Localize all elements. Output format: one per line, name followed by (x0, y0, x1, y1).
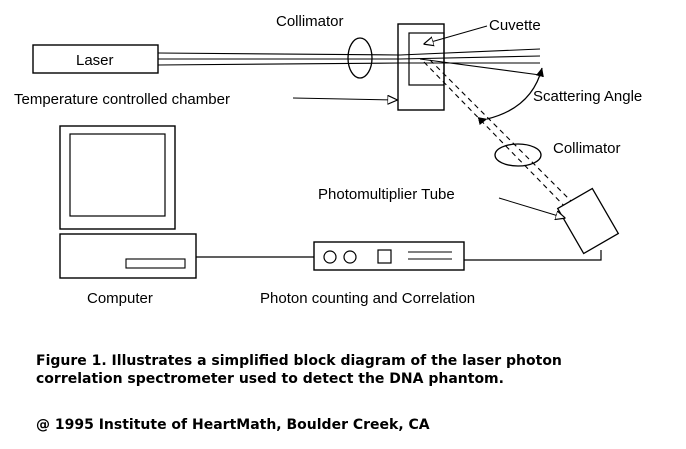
photomultiplier-tube (556, 187, 620, 255)
counter-label: Photon counting and Correlation (260, 290, 475, 307)
caption-line-2: correlation spectrometer used to detect … (36, 371, 504, 387)
computer-monitor (59, 125, 176, 230)
collimator-lens-side (494, 143, 542, 167)
cuvette-label: Cuvette (489, 17, 541, 34)
collimator-top-label: Collimator (276, 13, 344, 30)
pmt-arrow (498, 197, 565, 218)
laser-label: Laser (76, 52, 114, 69)
caption-line-1: Figure 1. Illustrates a simplified block… (36, 353, 562, 369)
chamber-label: Temperature controlled chamber (14, 91, 230, 108)
scattered-beam (423, 59, 583, 218)
pmt-label: Photomultiplier Tube (318, 186, 455, 203)
computer-label: Computer (87, 290, 153, 307)
computer-base (59, 233, 197, 279)
collimator-side-label: Collimator (553, 140, 621, 157)
photon-counter-unit (313, 241, 465, 271)
collimator-lens-top (347, 37, 373, 79)
scattering-angle-arc (477, 67, 544, 125)
cuvette-arrow (424, 25, 488, 44)
laser-box (32, 44, 159, 74)
chamber-arrow (292, 98, 397, 100)
copyright-notice: @ 1995 Institute of HeartMath, Boulder C… (36, 417, 430, 433)
cuvette-box (408, 32, 445, 86)
spectrometer-diagram: Laser Collimator Cuvette Temperature con… (14, 13, 642, 307)
cable-counter-pmt (464, 250, 602, 261)
scattering-angle-label: Scattering Angle (533, 88, 642, 105)
